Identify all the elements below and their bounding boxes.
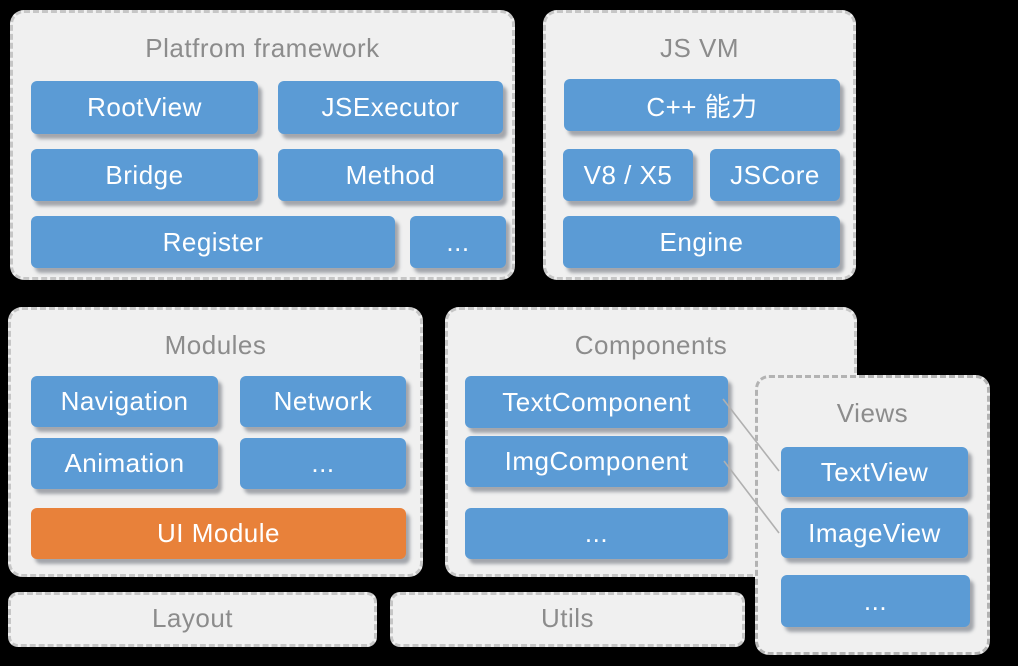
panel-views-title: Views: [836, 398, 909, 428]
panel-platform-framework: Platfrom framework RootView JSExecutor B…: [10, 10, 515, 280]
panel-js-vm-title: JS VM: [659, 33, 740, 63]
panel-modules-title: Modules: [164, 330, 267, 360]
panel-layout-title: Layout: [151, 603, 234, 633]
panel-modules: Modules Navigation Network Animation ...…: [8, 307, 423, 577]
box-imgcomponent: ImgComponent: [465, 436, 728, 487]
panel-platform-framework-title: Platfrom framework: [145, 33, 380, 63]
box-modules-ellipsis: ...: [240, 438, 406, 489]
box-register: Register: [31, 216, 395, 268]
box-views-ellipsis: ...: [781, 575, 970, 627]
panel-views: Views TextView ImageView ...: [755, 375, 990, 655]
box-v8-x5: V8 / X5: [563, 149, 693, 201]
box-rootview: RootView: [31, 81, 258, 134]
box-navigation: Navigation: [31, 376, 218, 427]
box-imageview: ImageView: [781, 508, 968, 558]
panel-js-vm: JS VM C++ 能力 V8 / X5 JSCore Engine: [543, 10, 856, 280]
box-cpp-ability: C++ 能力: [564, 79, 840, 131]
box-platform-ellipsis: ...: [410, 216, 506, 268]
box-textcomponent: TextComponent: [465, 376, 728, 428]
box-animation: Animation: [31, 438, 218, 489]
box-method: Method: [278, 149, 503, 201]
box-components-ellipsis: ...: [465, 508, 728, 559]
box-network: Network: [240, 376, 406, 427]
panel-components: Components TextComponent ImgComponent ..…: [445, 307, 857, 577]
box-jscore: JSCore: [710, 149, 840, 201]
box-engine: Engine: [563, 216, 840, 268]
panel-utils: Utils: [390, 592, 745, 647]
panel-layout: Layout: [8, 592, 377, 647]
box-textview: TextView: [781, 447, 968, 497]
panel-utils-title: Utils: [540, 603, 595, 633]
box-bridge: Bridge: [31, 149, 258, 201]
box-ui-module: UI Module: [31, 508, 406, 559]
box-jsexecutor: JSExecutor: [278, 81, 503, 134]
panel-components-title: Components: [574, 330, 728, 360]
